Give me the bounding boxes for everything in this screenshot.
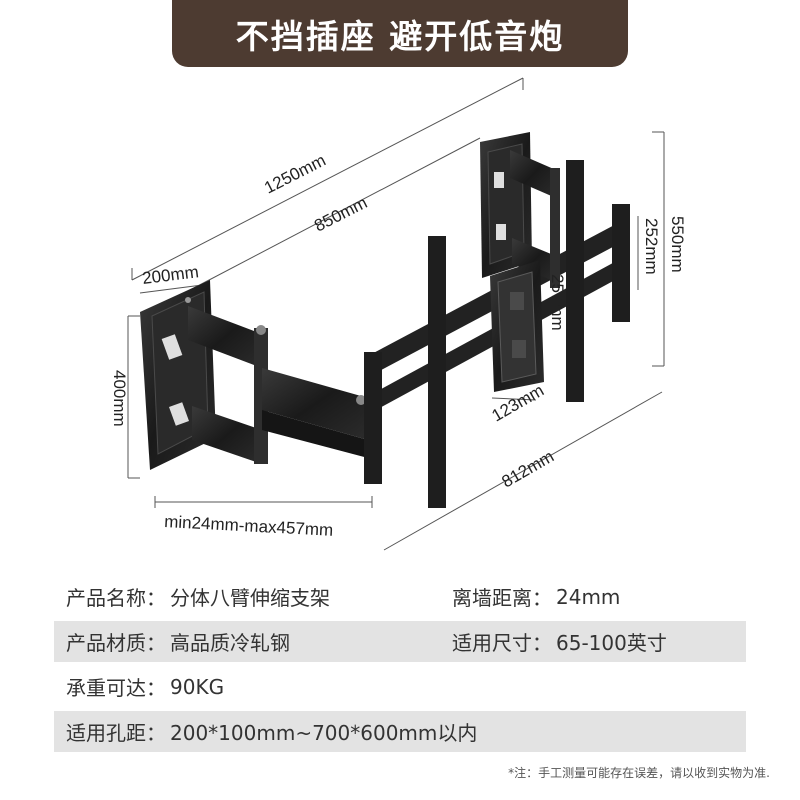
- dimension-lines: [127, 77, 665, 551]
- spec-table: 产品名称： 分体八臂伸缩支架 离墙距离： 24mm 产品材质： 高品质冷轧钢 适…: [54, 576, 746, 756]
- disclaimer-note: *注：手工测量可能存在误差，请以收到实物为准.: [508, 766, 770, 780]
- banner-title: 不挡插座 避开低音炮: [235, 16, 565, 56]
- dim-overall-width: 1250mm: [261, 151, 329, 198]
- spec-key: 适用孔距：: [66, 721, 166, 745]
- spec-value: 高品质冷轧钢: [170, 631, 290, 655]
- dim-rail-length: 812mm: [499, 447, 558, 492]
- dim-bracket-height: 550mm: [668, 216, 687, 273]
- spec-value: 200*100mm~700*600mm以内: [170, 721, 478, 745]
- spec-row: 产品材质： 高品质冷轧钢 适用尺寸： 65-100英寸: [54, 621, 746, 662]
- spec-row: 产品名称： 分体八臂伸缩支架 离墙距离： 24mm: [54, 576, 746, 617]
- spec-key: 适用尺寸：: [452, 631, 552, 655]
- spec-row: 适用孔距： 200*100mm~700*600mm以内: [54, 711, 746, 752]
- spec-value: 分体八臂伸缩支架: [170, 586, 330, 610]
- dim-wall-plate-width: 200mm: [141, 262, 200, 288]
- spec-key: 承重可达：: [66, 676, 166, 700]
- vertical-rails: [364, 160, 630, 508]
- dim-extension-range: min24mm-max457mm: [164, 512, 334, 540]
- spec-key: 产品名称：: [66, 586, 166, 610]
- left-arms: [188, 306, 368, 464]
- dim-inner-height: 252mm: [642, 218, 661, 275]
- right-wall-plate: [480, 132, 560, 288]
- product-diagram: 1250mm 850mm 200mm 400mm 550mm 252mm 257…: [110, 77, 687, 551]
- spec-key: 离墙距离：: [452, 586, 552, 610]
- spec-value: 90KG: [170, 674, 225, 699]
- dim-arm-reach: 850mm: [311, 193, 370, 236]
- spec-value: 24mm: [556, 584, 621, 609]
- title-banner: 不挡插座 避开低音炮: [172, 0, 628, 67]
- spec-row: 承重可达： 90KG: [54, 666, 746, 707]
- dim-plate-height: 257mm: [548, 274, 567, 331]
- spec-key: 产品材质：: [66, 631, 166, 655]
- spec-value: 65-100英寸: [556, 631, 667, 655]
- dim-wall-plate-height: 400mm: [110, 370, 129, 427]
- center-mounting-plate: [490, 260, 544, 392]
